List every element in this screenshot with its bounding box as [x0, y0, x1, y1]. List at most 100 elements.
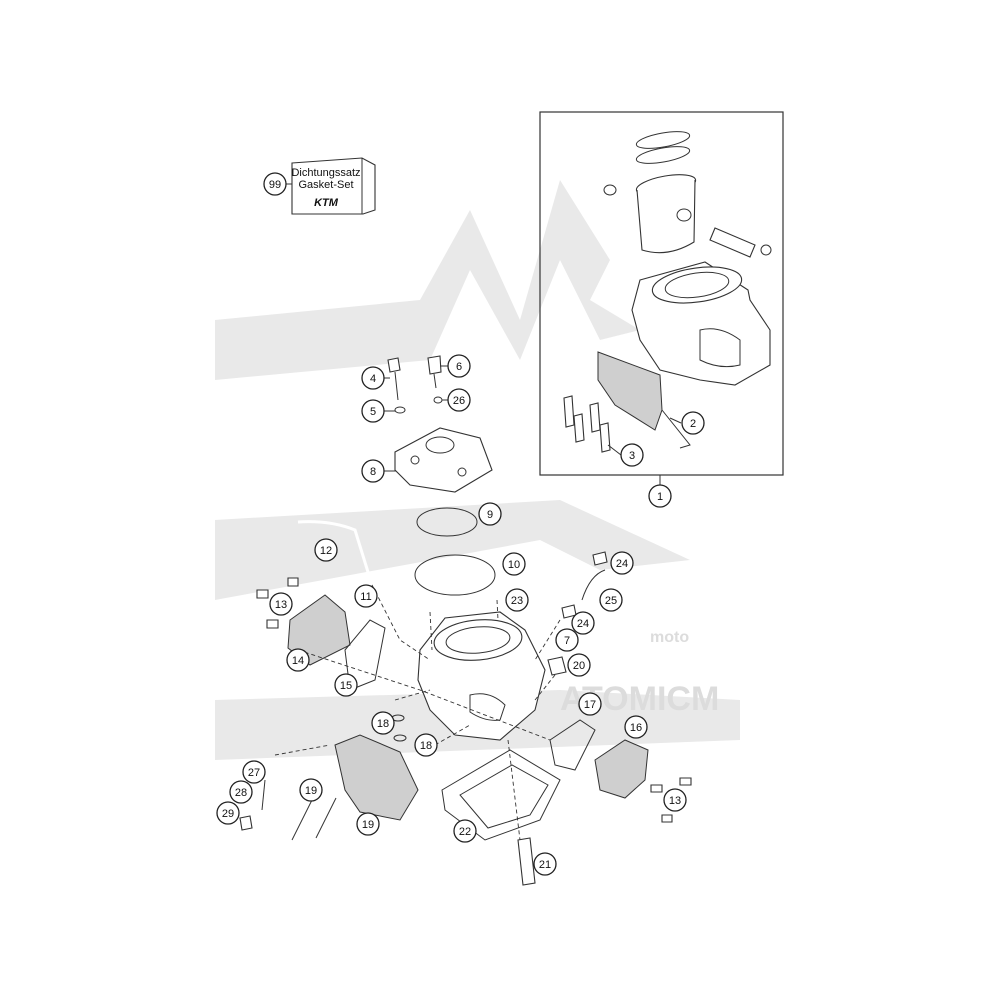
svg-text:1: 1	[657, 491, 663, 503]
svg-text:26: 26	[453, 395, 465, 407]
left-screws	[256, 577, 299, 629]
svg-text:4: 4	[370, 373, 376, 385]
callout-16: 16	[624, 715, 648, 739]
callout-1: 1	[648, 484, 672, 508]
callout-99: 99	[263, 172, 287, 196]
svg-text:14: 14	[292, 655, 304, 667]
bypass-hose	[581, 569, 606, 601]
callout-3: 3	[620, 443, 644, 467]
svg-text:18: 18	[377, 718, 389, 730]
svg-text:8: 8	[370, 466, 376, 478]
svg-text:3: 3	[629, 450, 635, 462]
leader-lines	[274, 584, 561, 841]
spark-plug-bolt	[387, 357, 401, 401]
piston-pin	[709, 227, 772, 258]
svg-text:25: 25	[605, 595, 617, 607]
callouts: 99 1 2 3 4 5 6 26 8 9 10 12 11 13 14 15 …	[216, 172, 705, 876]
gasket-set-label-en: Gasket-Set	[298, 179, 353, 191]
svg-text:19: 19	[362, 819, 374, 831]
svg-text:16: 16	[630, 722, 642, 734]
callout-4: 4	[361, 366, 385, 390]
gasket-set-box: Dichtungssatz Gasket-Set KTM	[291, 157, 376, 215]
flange-bolts	[291, 797, 337, 841]
piston-rings	[635, 131, 691, 164]
svg-text:12: 12	[320, 545, 332, 557]
callout-28: 28	[229, 780, 253, 804]
svg-text:17: 17	[584, 699, 596, 711]
callout-25: 25	[599, 588, 623, 612]
callout-11: 11	[354, 584, 378, 608]
svg-text:7: 7	[564, 635, 570, 647]
svg-text:18: 18	[420, 740, 432, 752]
svg-text:22: 22	[459, 826, 471, 838]
svg-text:27: 27	[248, 767, 260, 779]
callout-21: 21	[533, 852, 557, 876]
svg-text:99: 99	[269, 179, 281, 191]
nut	[547, 656, 567, 676]
svg-text:5: 5	[370, 406, 376, 418]
cylinder-head	[394, 427, 493, 493]
circlip-left	[603, 184, 617, 196]
svg-text:19: 19	[305, 785, 317, 797]
svg-text:10: 10	[508, 559, 520, 571]
gasket-set-label-de: Dichtungssatz	[291, 167, 360, 179]
callout-leaders	[286, 183, 682, 472]
callout-29: 29	[216, 801, 240, 825]
callout-19-left: 19	[299, 778, 323, 802]
callout-27: 27	[242, 760, 266, 784]
exhaust-valve-cover	[287, 594, 351, 666]
callout-2: 2	[681, 411, 705, 435]
valve-rod-set	[239, 779, 266, 831]
callout-17: 17	[578, 692, 602, 716]
svg-text:24: 24	[577, 618, 589, 630]
exhaust-valve-cover-right	[594, 739, 649, 799]
o-ring-small	[416, 507, 478, 537]
callout-7: 7	[555, 628, 579, 652]
ktm-logo: KTM	[314, 197, 339, 209]
right-screws	[650, 777, 692, 823]
hose-clamp-top	[592, 551, 608, 566]
callout-8: 8	[361, 459, 385, 483]
callout-24-top: 24	[610, 551, 634, 575]
exhaust-flange	[334, 734, 419, 821]
callout-13-right: 13	[663, 788, 687, 812]
svg-text:28: 28	[235, 787, 247, 799]
cylinder	[417, 611, 546, 741]
callout-18-top: 18	[371, 711, 395, 735]
svg-text:11: 11	[360, 591, 371, 603]
callout-15: 15	[334, 673, 358, 697]
cylinder-kit-frame	[539, 111, 784, 476]
svg-text:6: 6	[456, 361, 462, 373]
sensor-seal	[433, 396, 443, 404]
dowel-pin	[517, 837, 536, 886]
callout-18-bottom: 18	[414, 733, 438, 757]
svg-text:15: 15	[340, 680, 352, 692]
cover-gasket-right	[549, 719, 596, 771]
piston	[635, 174, 697, 254]
reed-valve-block	[597, 351, 691, 449]
svg-text:29: 29	[222, 808, 234, 820]
callout-22: 22	[453, 819, 477, 843]
base-gasket	[441, 749, 561, 841]
callout-14: 14	[286, 648, 310, 672]
kit-bolts	[563, 395, 611, 453]
svg-text:20: 20	[573, 660, 585, 672]
callout-24-bottom: 24	[571, 611, 595, 635]
seal-ring-b	[393, 734, 407, 742]
washer	[394, 406, 406, 414]
callout-10: 10	[502, 552, 526, 576]
callout-9: 9	[478, 502, 502, 526]
callout-12: 12	[314, 538, 338, 562]
watermark-subtext: moto	[650, 629, 689, 646]
svg-text:23: 23	[511, 595, 523, 607]
kit-cylinder	[631, 261, 771, 386]
callout-5: 5	[361, 399, 385, 423]
callout-13-left: 13	[269, 592, 293, 616]
svg-text:13: 13	[669, 795, 681, 807]
callout-23: 23	[505, 588, 529, 612]
svg-text:24: 24	[616, 558, 628, 570]
o-ring-large	[414, 554, 496, 596]
svg-text:21: 21	[539, 859, 551, 871]
svg-text:9: 9	[487, 509, 493, 521]
